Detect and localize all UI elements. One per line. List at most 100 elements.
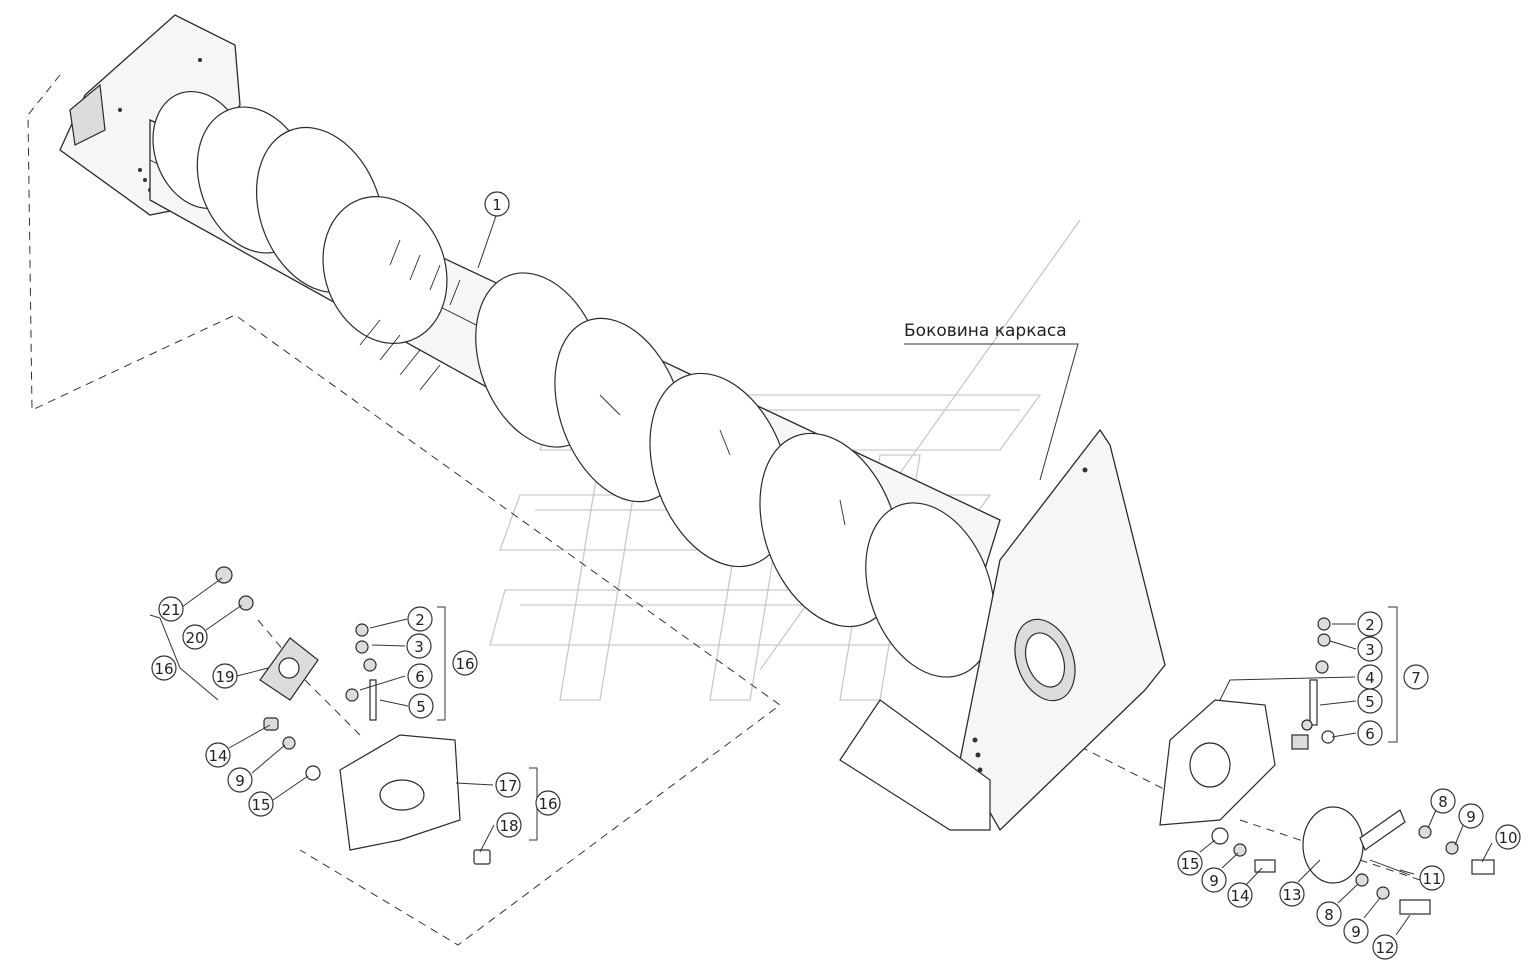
- callout-number: 15: [1180, 855, 1199, 873]
- callout-number: 3: [1365, 641, 1375, 659]
- callout-number: 14: [208, 747, 227, 765]
- callout-8: 8: [1316, 901, 1342, 927]
- callout-number: 2: [415, 611, 425, 629]
- callout-8: 8: [1430, 788, 1456, 814]
- callout-number: 11: [1422, 870, 1441, 888]
- callout-2: 2: [407, 606, 433, 632]
- callout-number: 4: [1365, 669, 1375, 687]
- callout-7: 7: [1403, 664, 1429, 690]
- callout-number: 1: [492, 196, 502, 214]
- callout-9: 9: [227, 767, 253, 793]
- callout-20: 20: [182, 624, 208, 650]
- callout-circle: [1458, 803, 1484, 829]
- callout-circle: [1403, 664, 1429, 690]
- callout-circle: [212, 663, 238, 689]
- left-bearing-parts: [215, 566, 491, 865]
- callout-number: 20: [185, 629, 204, 647]
- callout-number: 3: [414, 638, 424, 656]
- callout-number: 8: [1438, 793, 1448, 811]
- callout-circle: [227, 767, 253, 793]
- auger-flights: [152, 90, 995, 678]
- callout-5: 5: [408, 693, 434, 719]
- callout-circle: [248, 791, 274, 817]
- callout-circle: [1419, 865, 1445, 891]
- callout-circle: [1430, 788, 1456, 814]
- callout-circle: [535, 790, 561, 816]
- callout-number: 12: [1375, 939, 1394, 957]
- callout-circle: [151, 655, 177, 681]
- callout-number: 14: [1230, 887, 1249, 905]
- callout-1: 1: [484, 191, 510, 217]
- callout-15: 15: [248, 791, 274, 817]
- right-frame-side: [839, 428, 1166, 832]
- callout-16: 16: [535, 790, 561, 816]
- callout-number: 9: [1351, 923, 1361, 941]
- callout-16: 16: [452, 650, 478, 676]
- callout-6: 6: [407, 663, 433, 689]
- callout-circle: [1316, 901, 1342, 927]
- callout-circle: [205, 742, 231, 768]
- callout-circle: [1357, 688, 1383, 714]
- callout-9: 9: [1343, 918, 1369, 944]
- callout-21: 21: [158, 596, 184, 622]
- callout-number: 19: [215, 668, 234, 686]
- callout-number: 5: [416, 698, 426, 716]
- callout-number: 6: [1365, 725, 1375, 743]
- callout-number: 5: [1365, 693, 1375, 711]
- right-bearing-parts: [1159, 617, 1495, 915]
- callout-number: 2: [1365, 616, 1375, 634]
- callout-circle: [1343, 918, 1369, 944]
- callout-circle: [1357, 636, 1383, 662]
- callout-number: 8: [1324, 906, 1334, 924]
- callout-number: 7: [1411, 669, 1421, 687]
- callout-circle: [158, 596, 184, 622]
- callout-number: 9: [1466, 808, 1476, 826]
- callout-9: 9: [1201, 867, 1227, 893]
- callout-number: 13: [1282, 886, 1301, 904]
- callout-19: 19: [212, 663, 238, 689]
- callout-circle: [1495, 824, 1521, 850]
- callout-9: 9: [1458, 803, 1484, 829]
- callout-circle: [1357, 720, 1383, 746]
- callout-number: 9: [1209, 872, 1219, 890]
- callout-number: 21: [161, 601, 180, 619]
- callout-circle: [182, 624, 208, 650]
- callout-number: 16: [455, 655, 474, 673]
- callout-number: 16: [538, 795, 557, 813]
- callout-circle: [407, 606, 433, 632]
- callout-circle: [407, 663, 433, 689]
- callout-3: 3: [406, 633, 432, 659]
- callout-number: 17: [498, 777, 517, 795]
- callout-circle: [1372, 934, 1398, 960]
- callout-13: 13: [1279, 881, 1305, 907]
- callout-circle: [408, 693, 434, 719]
- callout-circle: [406, 633, 432, 659]
- callout-4: 4: [1357, 664, 1383, 690]
- callout-number: 16: [154, 660, 173, 678]
- callout-3: 3: [1357, 636, 1383, 662]
- callout-circle: [1227, 882, 1253, 908]
- callout-circle: [496, 812, 522, 838]
- callout-circle: [495, 772, 521, 798]
- frame-side-label: Боковина каркаса: [904, 321, 1067, 341]
- callout-number: 15: [251, 796, 270, 814]
- callout-18: 18: [496, 812, 522, 838]
- callout-10: 10: [1495, 824, 1521, 850]
- callout-number: 18: [499, 817, 518, 835]
- callout-circle: [1279, 881, 1305, 907]
- callout-6: 6: [1357, 720, 1383, 746]
- callout-number: 9: [235, 772, 245, 790]
- callout-11: 11: [1419, 865, 1445, 891]
- callout-14: 14: [1227, 882, 1253, 908]
- callout-14: 14: [205, 742, 231, 768]
- callout-2: 2: [1357, 611, 1383, 637]
- callout-circle: [1357, 611, 1383, 637]
- callout-5: 5: [1357, 688, 1383, 714]
- callout-12: 12: [1372, 934, 1398, 960]
- callout-17: 17: [495, 772, 521, 798]
- callout-circle: [1177, 850, 1203, 876]
- callout-circle: [452, 650, 478, 676]
- callout-number: 10: [1498, 829, 1517, 847]
